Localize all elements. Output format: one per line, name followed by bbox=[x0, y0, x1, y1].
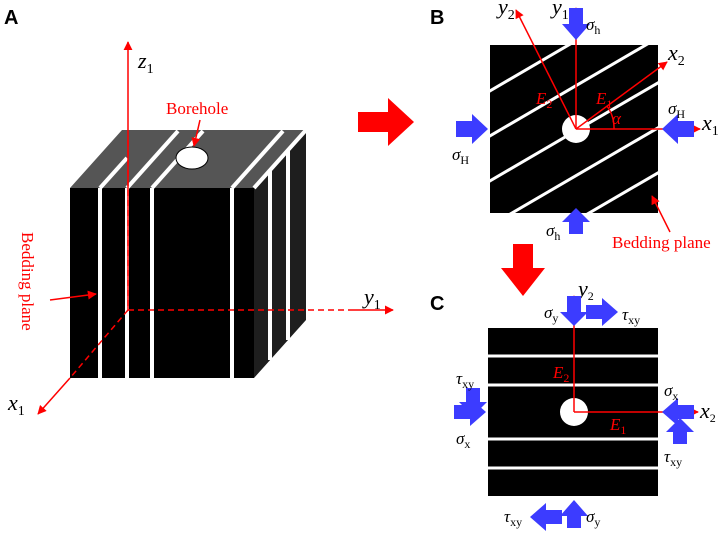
axis-label-z1: z1 bbox=[137, 48, 154, 77]
stress-arrows-c bbox=[454, 296, 694, 531]
arrow-tau-xy-right bbox=[666, 418, 694, 444]
arrow-sigma-h-bottom bbox=[562, 208, 590, 234]
axis-label-x2-b: x2 bbox=[667, 40, 685, 69]
arrow-sigma-h-top bbox=[562, 8, 590, 40]
tau-xy-top-label: τxy bbox=[622, 305, 640, 327]
modulus-e1-c: E1 bbox=[609, 415, 626, 437]
modulus-e2-b: E2 bbox=[535, 89, 552, 111]
arrow-sigma-y-bottom bbox=[560, 500, 588, 528]
angle-alpha: α bbox=[612, 109, 622, 128]
cube-front-face bbox=[70, 188, 254, 378]
axis-label-y1-b: y1 bbox=[550, 0, 569, 23]
bedding-pointer-a bbox=[49, 290, 97, 301]
panel-a: A bbox=[4, 7, 394, 419]
inclined-bedding-lines bbox=[490, 45, 658, 213]
tau-xy-bottom-label: τxy bbox=[504, 507, 522, 529]
borehole-pointer bbox=[191, 119, 201, 147]
tau-xy-left-label: τxy bbox=[456, 369, 474, 391]
sigma-x-left-label: σx bbox=[456, 429, 470, 451]
arrow-tau-xy-bottom bbox=[530, 503, 562, 531]
axis-label-x1: x1 bbox=[7, 390, 25, 419]
modulus-e2-c: E2 bbox=[552, 363, 569, 385]
stress-arrows-b bbox=[456, 8, 694, 234]
panel-b: B y2 y1 x2 x1 E2 E1 α bbox=[430, 0, 719, 252]
axis-label-y1: y1 bbox=[362, 284, 381, 313]
arrow-tau-xy-top bbox=[586, 298, 618, 326]
axis-label-y2-b: y2 bbox=[496, 0, 515, 23]
bedding-plane-label-a: Bedding plane bbox=[18, 232, 37, 331]
sigma-x-right-label: σx bbox=[664, 381, 678, 403]
tau-xy-right-label: τxy bbox=[664, 447, 682, 469]
sigma-H-right-label: σH bbox=[668, 99, 685, 121]
axis-label-y2-c: y2 bbox=[576, 276, 594, 303]
bedding-plane-label-b: Bedding plane bbox=[612, 233, 711, 252]
front-bedding-lines bbox=[98, 188, 234, 378]
arrow-sigma-H-right bbox=[662, 114, 694, 144]
arrow-tau-xy-left bbox=[459, 388, 487, 416]
axis-label-x1-b: x1 bbox=[701, 110, 719, 139]
borehole-label: Borehole bbox=[166, 99, 228, 118]
sigma-y-top-label: σy bbox=[544, 303, 558, 325]
sigma-y-bottom-label: σy bbox=[586, 507, 600, 529]
axis-label-x2-c: x2 bbox=[699, 398, 716, 425]
sigma-h-top-label: σh bbox=[586, 15, 600, 37]
sigma-h-bottom-label: σh bbox=[546, 221, 560, 243]
panel-a-axes bbox=[37, 41, 394, 415]
side-bedding-lines bbox=[268, 150, 290, 360]
big-arrow-down bbox=[501, 244, 545, 296]
modulus-e1-b: E1 bbox=[595, 89, 612, 111]
panel-letter-a: A bbox=[4, 7, 18, 29]
panel-letter-c: C bbox=[430, 293, 444, 315]
bedding-pointer-b bbox=[651, 195, 671, 233]
arrow-sigma-H-left bbox=[456, 114, 488, 144]
horizontal-bedding-lines bbox=[488, 354, 658, 470]
big-arrow-right bbox=[358, 98, 414, 146]
arrow-sigma-y-top bbox=[560, 296, 588, 326]
sigma-H-left-label: σH bbox=[452, 145, 469, 167]
panel-c: C y2 x2 E2 E1 σy τxy τx bbox=[430, 276, 716, 531]
panel-letter-b: B bbox=[430, 7, 444, 29]
arrow-sigma-x-right bbox=[662, 398, 694, 426]
borehole-hole bbox=[175, 146, 209, 170]
cube-side-face bbox=[254, 130, 306, 378]
